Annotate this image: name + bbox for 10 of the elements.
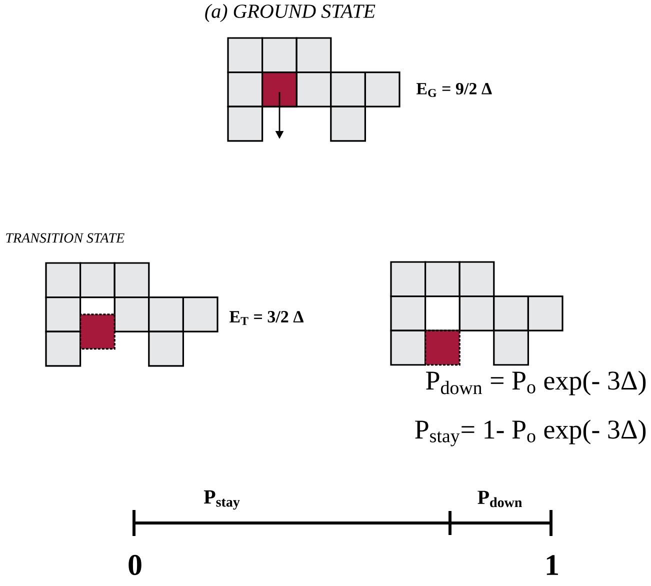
energy-label: E$_{G}$ = 9/2 Δ	[416, 83, 492, 97]
panel-title: TRANSITION STATE	[6, 233, 124, 243]
scale-value: 1	[546, 555, 558, 575]
scale-value: 0	[128, 554, 142, 576]
segment-label: P$_{stay}$	[204, 490, 240, 510]
probability-formula: P$_{stay}$= 1- P$_{o}$ exp(- 3Δ)	[415, 420, 646, 446]
panel-title: (a) GROUND STATE	[205, 4, 376, 22]
energy-label: E$_{T}$ = 3/2 Δ	[230, 311, 304, 325]
probability-formula: P$_{down}$ = P$_{o}$ exp(- 3Δ)	[426, 370, 646, 396]
segment-label: P$_{down}$	[478, 490, 522, 508]
